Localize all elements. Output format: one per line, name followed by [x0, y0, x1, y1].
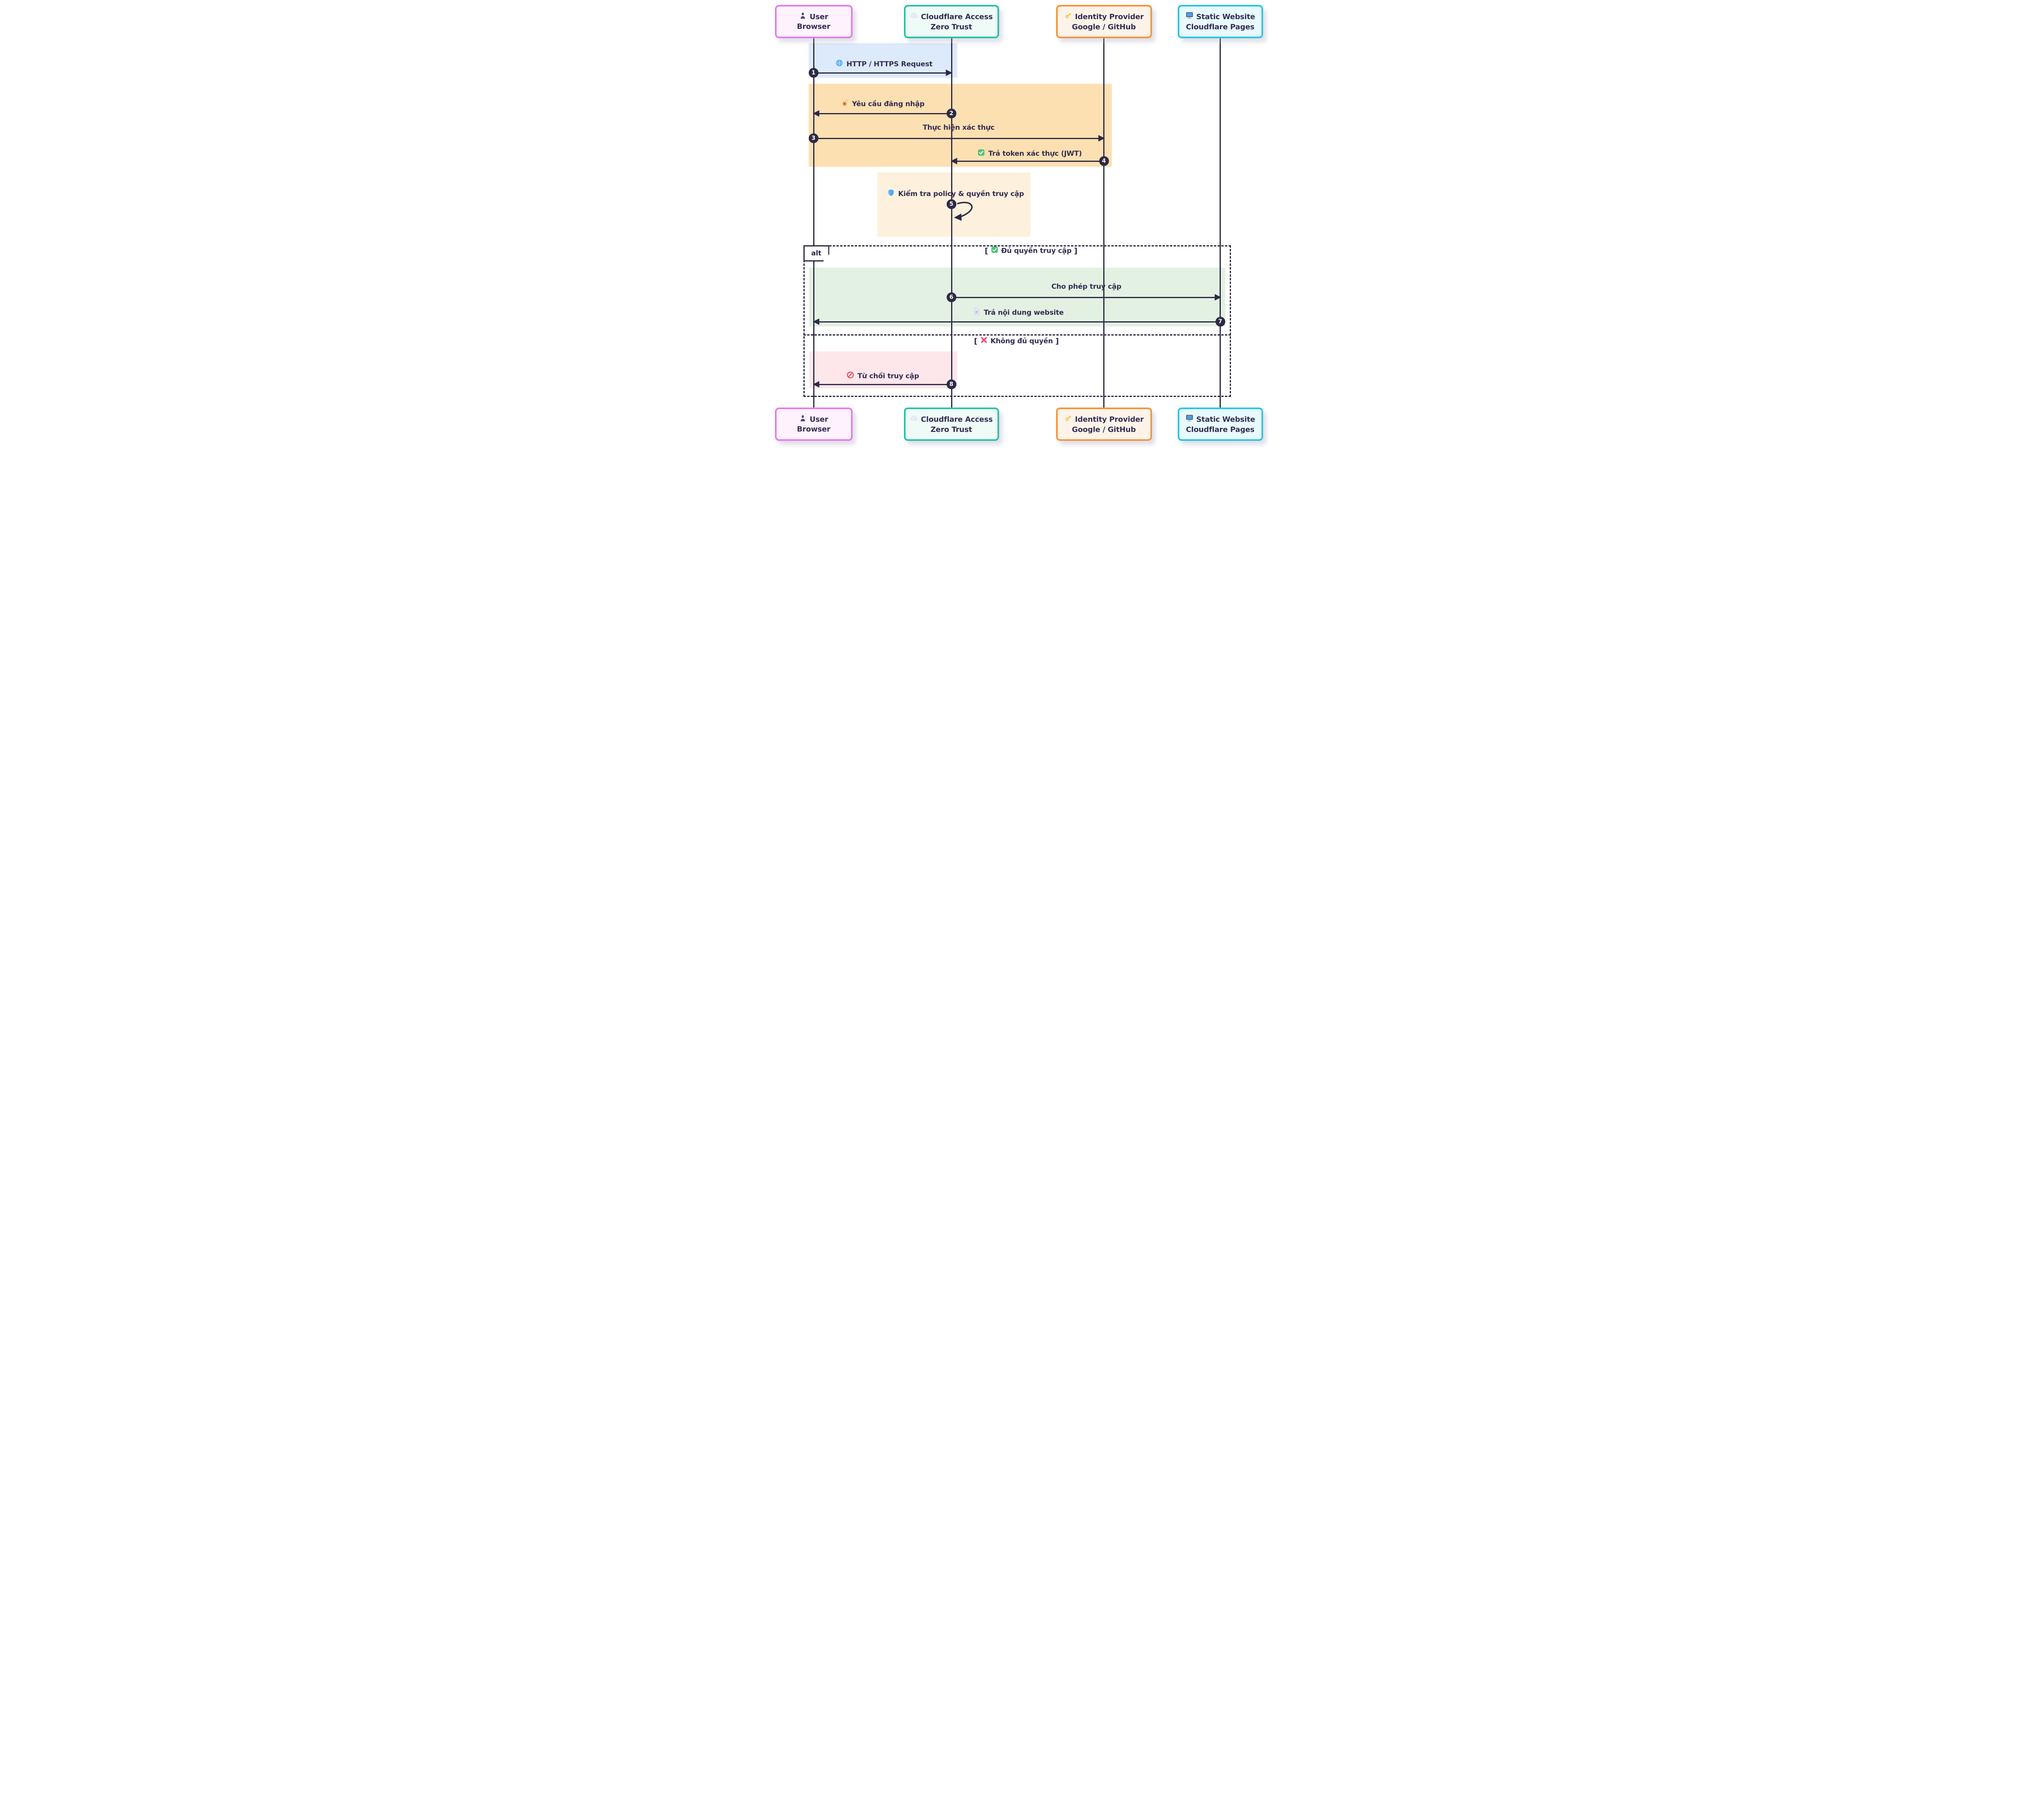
alt-frame: alt: [803, 245, 1231, 397]
key-icon: [1064, 11, 1072, 22]
user-icon: [799, 12, 807, 22]
message-4-arrow: 4: [950, 156, 1109, 166]
alt-frame-label: alt: [803, 245, 829, 262]
lifeline-identity-provider: [1103, 38, 1104, 408]
actor-name: Browser: [797, 425, 830, 434]
message-6-arrow: 6: [946, 292, 1221, 302]
actor-name: Static Website: [1196, 12, 1255, 21]
lifeline-cloudflare-access: [951, 38, 952, 408]
actor-name: Identity Provider: [1075, 12, 1144, 21]
check-icon: [991, 246, 999, 256]
lifeline-user-browser: [813, 38, 814, 408]
message-3-arrow: 3: [808, 133, 1105, 143]
lifeline-static-website: [1219, 38, 1221, 408]
arrowhead-left: [812, 318, 819, 325]
actor-name: Cloudflare Pages: [1186, 425, 1255, 434]
message-1-label: HTTP / HTTPS Request: [835, 59, 932, 69]
actor-top-cloudflare-access: Cloudflare Access Zero Trust: [904, 5, 999, 38]
highlight-denied-branch: [809, 351, 957, 388]
user-icon: [799, 414, 807, 425]
highlight-http-request: [808, 43, 957, 78]
bracket-close: ]: [1055, 336, 1059, 346]
message-text: Yêu cầu đăng nhập: [852, 100, 925, 108]
message-3-number: 3: [808, 133, 818, 143]
actor-name: Static Website: [1196, 415, 1255, 424]
message-7-label: Trả nội dung website: [972, 307, 1064, 318]
message-text: HTTP / HTTPS Request: [846, 60, 933, 68]
desktop-icon: [1185, 11, 1194, 22]
alt-condition-allowed-text: Đủ quyền truy cập: [1001, 246, 1072, 255]
message-1-number: 1: [808, 68, 818, 78]
message-2-number: 2: [946, 108, 956, 118]
alt-condition-allowed: [ Đủ quyền truy cập ]: [984, 246, 1077, 256]
actor-name: Cloudflare Access: [921, 12, 993, 21]
cloud-icon: [910, 414, 918, 425]
actor-bottom-user-browser: User Browser: [775, 408, 853, 441]
message-1-arrow: 1: [808, 68, 952, 78]
arrowhead-left: [812, 381, 819, 388]
x-icon: [980, 336, 988, 346]
actor-top-user-browser: User Browser: [775, 5, 853, 38]
actor-name: Cloudflare Access: [921, 415, 993, 424]
message-6-number: 6: [946, 292, 956, 302]
arrowhead-right: [1214, 294, 1221, 301]
alt-condition-denied: [ Không đủ quyền ]: [974, 336, 1059, 346]
actor-top-static-website: Static Website Cloudflare Pages: [1177, 5, 1263, 38]
actor-name: Identity Provider: [1075, 415, 1144, 424]
actor-top-identity-provider: Identity Provider Google / GitHub: [1056, 5, 1152, 38]
message-7-number: 7: [1215, 316, 1225, 327]
bracket-open: [: [974, 336, 978, 346]
actor-name: Google / GitHub: [1072, 425, 1136, 434]
actor-bottom-static-website: Static Website Cloudflare Pages: [1177, 408, 1263, 441]
actor-name: User: [810, 12, 828, 21]
desktop-icon: [1185, 414, 1194, 425]
message-text: Trả nội dung website: [984, 308, 1064, 317]
message-8-arrow: 8: [812, 379, 956, 389]
message-text: Thực hiện xác thực: [923, 124, 995, 132]
arrowhead-right: [1098, 135, 1105, 142]
bracket-close: ]: [1074, 246, 1078, 255]
message-5-label: Kiểm tra policy & quyền truy cập: [887, 189, 1024, 199]
message-5-self-loop-arrow: [954, 202, 973, 221]
document-icon: [972, 307, 980, 318]
actor-name: Zero Trust: [930, 425, 972, 434]
message-text: Cho phép truy cập: [1051, 283, 1122, 291]
message-text: Kiểm tra policy & quyền truy cập: [898, 190, 1024, 198]
message-8-number: 8: [946, 379, 956, 389]
actor-bottom-identity-provider: Identity Provider Google / GitHub: [1056, 408, 1152, 441]
no-entry-icon: [846, 371, 854, 381]
message-8-label: Từ chối truy cập: [846, 371, 919, 381]
message-text: Trả token xác thực (JWT): [988, 149, 1082, 158]
cloud-icon: [910, 11, 918, 22]
message-7-arrow: 7: [812, 316, 1225, 327]
sequence-diagram: alt [ Đủ quyền truy cập ] [ Không đủ quy…: [749, 0, 1285, 455]
actor-bottom-cloudflare-access: Cloudflare Access Zero Trust: [904, 408, 999, 441]
shield-icon: [887, 189, 895, 199]
actor-name: User: [810, 415, 828, 424]
message-4-number: 4: [1099, 156, 1109, 166]
bracket-open: [: [984, 246, 988, 255]
arrowhead-right: [945, 70, 952, 76]
message-4-label: Trả token xác thực (JWT): [977, 148, 1082, 159]
message-6-label: Cho phép truy cập: [1052, 283, 1122, 291]
key-icon: [1064, 414, 1072, 425]
lock-icon: [840, 99, 849, 109]
message-3-label: Thực hiện xác thực: [923, 124, 995, 132]
actor-name: Cloudflare Pages: [1186, 22, 1255, 31]
message-2-arrow: 2: [812, 108, 956, 118]
alt-condition-denied-text: Không đủ quyền: [990, 337, 1053, 345]
message-2-label: Yêu cầu đăng nhập: [840, 99, 925, 109]
globe-icon: [835, 59, 843, 69]
message-5-number: 5: [946, 199, 956, 209]
actor-name: Google / GitHub: [1072, 22, 1136, 31]
arrowhead-left: [812, 110, 819, 117]
check-icon: [977, 148, 985, 159]
message-text: Từ chối truy cập: [857, 372, 919, 380]
actor-name: Zero Trust: [930, 22, 972, 31]
arrowhead-left: [950, 158, 957, 164]
highlight-auth-phase: [808, 84, 1112, 167]
alt-frame-divider: [803, 334, 1231, 336]
actor-name: Browser: [797, 22, 830, 31]
